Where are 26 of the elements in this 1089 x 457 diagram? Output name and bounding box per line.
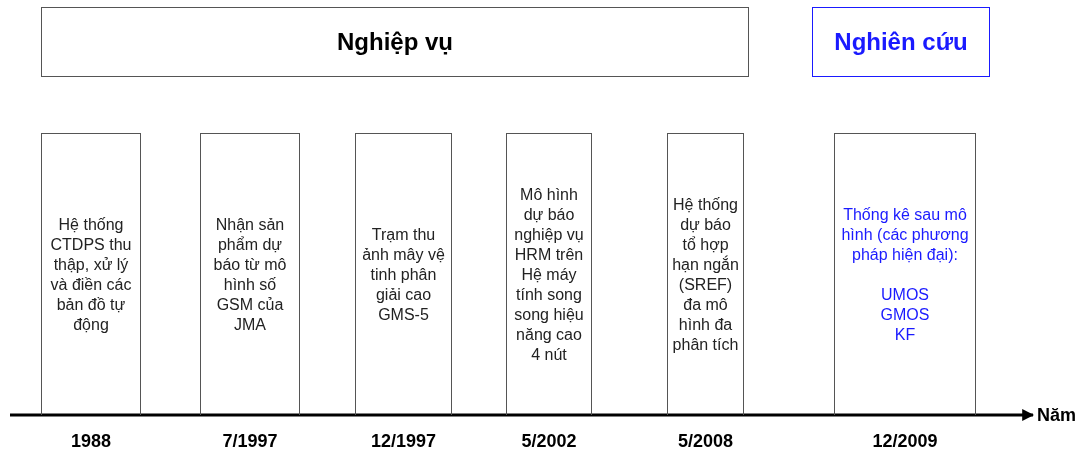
axis-label: Năm	[1037, 405, 1076, 426]
milestone-text: KF	[894, 324, 916, 345]
year-label: 7/1997	[221, 431, 279, 452]
category-band	[812, 7, 990, 77]
year-label: 12/2009	[871, 431, 939, 452]
milestone-box	[834, 133, 976, 415]
milestone-text: Thống kê sau mô hình (các phương pháp hiện đại):	[840, 204, 970, 265]
year-label: 5/2002	[520, 431, 578, 452]
milestone-text: Trạm thu ảnh mây vệ tinh phân giải cao GMS-5	[361, 224, 446, 325]
year-label: 1988	[69, 431, 112, 452]
milestone-text: UMOS	[881, 284, 929, 305]
milestone-box	[41, 133, 141, 415]
category-band	[41, 7, 749, 77]
year-label: 12/1997	[369, 431, 438, 452]
band-title: Nghiệp vụ	[337, 28, 453, 56]
milestone-text: Mô hình dự báo nghiệp vụ HRM trên Hệ máy tính song song hiệu năng cao 4 nút	[513, 184, 585, 365]
milestone-text: Hệ thống dự báo tổ hợp hạn ngắn (SREF) đa mô hình đa phân tích	[672, 194, 739, 355]
milestone-box	[355, 133, 452, 415]
milestone-box	[200, 133, 300, 415]
milestone-box	[506, 133, 592, 415]
milestone-box	[667, 133, 744, 415]
band-title: Nghiên cứu	[834, 28, 968, 56]
milestone-text: GMOS	[880, 304, 930, 325]
year-label: 5/2008	[676, 431, 735, 452]
milestone-text: Hệ thống CTDPS thu thập, xử lý và điền các bản đồ tự động	[49, 214, 133, 335]
milestone-text: Nhận sản phẩm dự báo từ mô hình số GSM của JMA	[212, 214, 288, 335]
